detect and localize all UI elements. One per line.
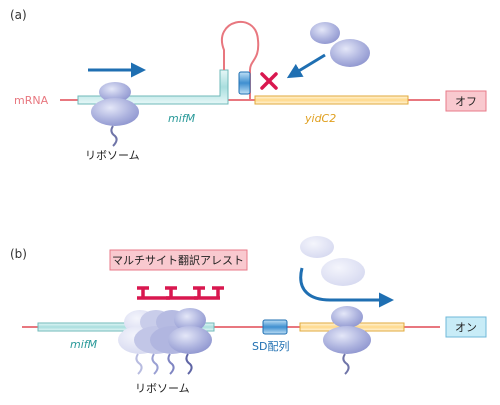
stem-loop — [221, 21, 260, 100]
mifM-label: mifM — [168, 112, 196, 125]
binding-arrow — [286, 53, 326, 79]
ribosome-large-subunit — [91, 98, 139, 126]
stacked-ribosomes — [118, 308, 212, 375]
ribosome-label-a: リボソーム — [85, 149, 140, 162]
state-on-box — [445, 316, 487, 338]
mrna-label: mRNA — [14, 94, 49, 107]
blocked-x-icon — [260, 72, 278, 90]
yidC2-label: yidC2 — [304, 112, 336, 125]
free-ribosome-small — [310, 22, 340, 44]
sd-sequence-box-b — [262, 319, 288, 335]
free-ribosome-large — [330, 39, 370, 67]
mifM-gene-box — [77, 69, 229, 105]
free-ribosome-large-b — [321, 258, 365, 286]
yidC2-ribosome-large — [323, 326, 371, 354]
state-off-label: オフ — [455, 95, 477, 108]
yidC2-ribosome-small — [331, 306, 363, 328]
sd-sequence-box — [238, 71, 251, 95]
arrest-label-box — [109, 249, 248, 271]
panel-a-label: (a) — [10, 8, 27, 22]
ribosome-stack-4-small — [174, 308, 206, 332]
mifM-label-b: mifM — [70, 338, 98, 351]
panel-a: (a) mRNA mifM yidC2 リボソーム オフ — [10, 8, 487, 162]
panel-b: (b) マルチサイト翻訳アレスト mifM SD配列 — [10, 236, 487, 395]
arrest-label: マルチサイト翻訳アレスト — [112, 253, 244, 267]
binding-curved-arrow — [299, 267, 394, 308]
free-ribosome-small-b — [300, 236, 334, 258]
state-on-label: オン — [455, 321, 477, 334]
yidC2-gene-box — [254, 95, 409, 105]
ribosome-label-b: リボソーム — [135, 382, 190, 395]
state-off-box — [445, 90, 487, 112]
arrest-bars — [137, 286, 224, 300]
ribosome-stack-4-large — [168, 326, 212, 354]
sd-label: SD配列 — [252, 339, 289, 353]
panel-b-label: (b) — [10, 247, 27, 261]
nascent-peptide — [110, 125, 118, 147]
ribosome-small-subunit — [99, 82, 131, 102]
yidC2-nascent-peptide — [342, 353, 350, 375]
